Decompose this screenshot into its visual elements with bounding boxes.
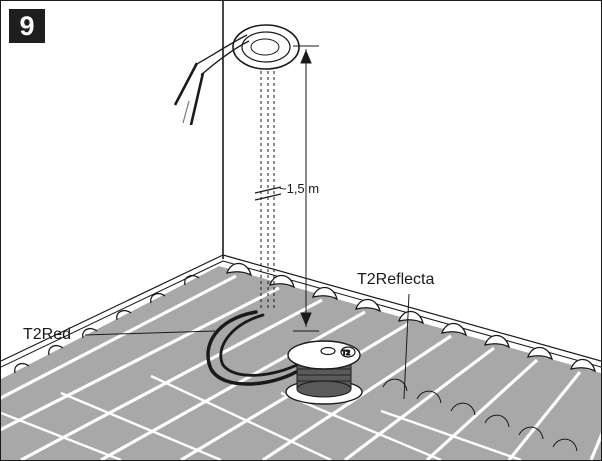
reflecta-edge-loops-secondary — [382, 378, 578, 452]
height-dimension — [293, 45, 319, 332]
junction-box-icon — [173, 24, 300, 126]
mat-label: T2Reflecta — [357, 271, 434, 288]
left-reflecta-loops — [14, 274, 200, 374]
reflecta-edge-loops — [226, 262, 597, 373]
cable-reel-icon: T2 — [285, 340, 363, 405]
step-number-badge: 9 — [9, 9, 45, 43]
heating-cable — [206, 310, 303, 386]
reel-logo-text: T2 — [342, 350, 350, 357]
conduit-break — [254, 186, 282, 201]
cable-label: T2Red — [23, 326, 71, 343]
height-label: ~1,5 m — [279, 181, 319, 196]
label-leaders — [84, 293, 410, 400]
